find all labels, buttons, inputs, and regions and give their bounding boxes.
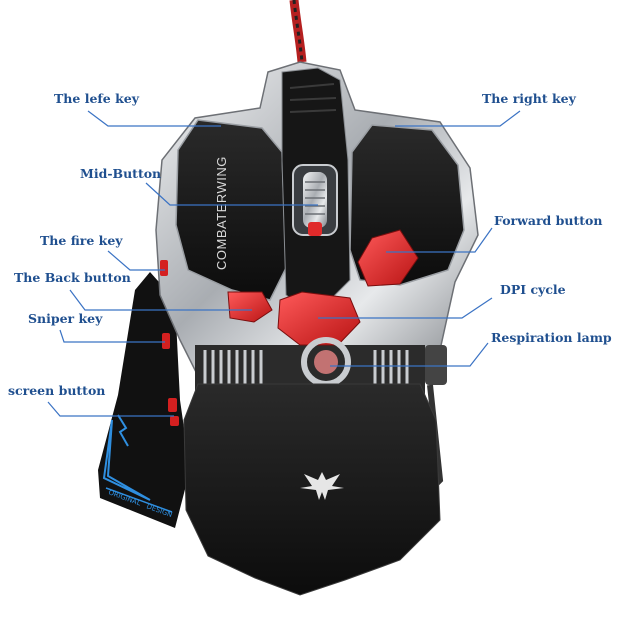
label-fire-key: The fire key (40, 235, 123, 248)
label-sniper-key: Sniper key (28, 313, 102, 326)
label-right-key: The right key (482, 93, 576, 106)
leader-fire-key (108, 251, 165, 270)
screen-button-lower[interactable] (170, 416, 179, 426)
sniper-key-button[interactable] (162, 333, 170, 349)
brand-text: COMBATERWING (214, 156, 229, 270)
label-back-button: The Back button (14, 272, 131, 285)
fire-key-button[interactable] (160, 260, 168, 276)
screen-button[interactable] (168, 398, 177, 412)
label-left-key: The lefe key (54, 93, 139, 106)
scroll-wheel[interactable] (293, 165, 337, 236)
label-mid-button: Mid-Button (80, 168, 161, 181)
cable (294, 0, 302, 62)
label-dpi-cycle: DPI cycle (500, 284, 566, 297)
label-forward-button: Forward button (494, 215, 602, 228)
label-respiration-lamp: Respiration lamp (491, 332, 612, 345)
label-screen-button: screen button (8, 385, 105, 398)
